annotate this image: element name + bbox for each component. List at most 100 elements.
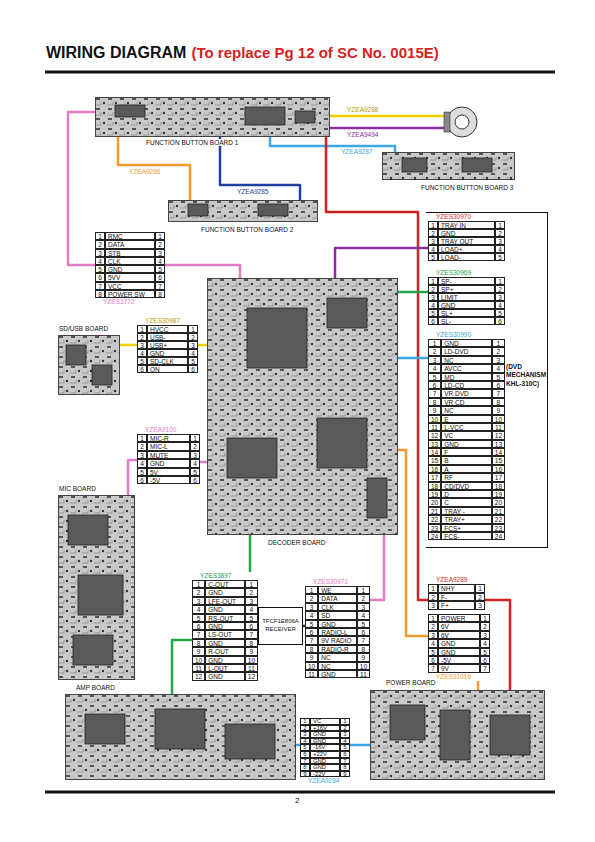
pin-number: 5 (137, 468, 147, 476)
pin-number: 8 (245, 639, 258, 647)
board-outline (371, 691, 545, 780)
wire (270, 137, 395, 152)
pin-number: 9 (300, 771, 310, 778)
cable-code: YZEA9286 (128, 168, 161, 175)
pin-number: 4 (192, 605, 205, 613)
pin-number: 6 (245, 622, 258, 630)
pin-number: 2 (305, 594, 318, 602)
pin-number: 3 (137, 341, 147, 349)
signal-name: C (441, 498, 492, 506)
signal-name: GND (441, 440, 492, 448)
pin-number: 7 (305, 636, 318, 644)
chip (440, 710, 470, 760)
signal-name: GND (205, 605, 245, 613)
pin-number: 1 (428, 277, 438, 285)
board-outline (66, 695, 296, 780)
pin-number: 4 (245, 605, 258, 613)
signal-name: CD/DVD (441, 482, 492, 490)
signal-name: MIC-R (147, 434, 190, 442)
pin-grid: 1MIC-R12MIC-L23MUTE34GND455V56-5V6 (137, 434, 200, 484)
circuit-board: DECODER BOARD (207, 278, 398, 535)
pin-number: 22 (492, 515, 505, 523)
pin-number: 5 (357, 620, 370, 628)
pin-number: 6 (357, 628, 370, 636)
pin-number: 3 (428, 237, 438, 245)
pin-number: 7 (300, 758, 310, 765)
pin-number: 3 (137, 451, 147, 459)
cable-code: YZES3897 (192, 572, 258, 580)
signal-name: LD-CD (441, 381, 492, 389)
pin-number: 1 (428, 339, 441, 347)
pin-number: 6 (192, 622, 205, 630)
board-drawing (58, 335, 120, 395)
pin-number: 11 (192, 664, 205, 672)
signal-name: NC (441, 356, 492, 364)
signal-name: TRAY+ (441, 515, 492, 523)
cable-code: YZEA9285 (236, 188, 269, 195)
rotary-hub (455, 115, 469, 129)
signal-name: F+ (438, 601, 475, 610)
signal-name: D (441, 490, 492, 498)
signal-name: LFE-OUT (205, 597, 245, 605)
signal-name: C-OUT (205, 580, 245, 588)
chip (188, 204, 208, 216)
pin-number: 10 (245, 656, 258, 664)
pin-number: 2 (137, 333, 147, 341)
pin-number: 8 (300, 764, 310, 771)
signal-name: SP- (438, 277, 495, 285)
pin-number: 6 (340, 751, 350, 758)
pin-number: 14 (492, 448, 505, 456)
pin-number: 4 (188, 349, 198, 357)
board-outline (59, 336, 120, 395)
chip (295, 111, 315, 123)
board-drawing (95, 97, 330, 137)
wire (198, 344, 207, 347)
signal-name: CLK (318, 603, 357, 611)
pin-number: 6 (95, 273, 105, 281)
signal-name: HVCC (147, 325, 188, 333)
pin-number: 2 (192, 588, 205, 596)
connector-table: YZES309901GND12LD-DVD23NC34AVCC45MD56LD-… (428, 331, 505, 540)
signal-name: LD-DVD (441, 347, 492, 355)
signal-name: GND (205, 656, 245, 664)
pin-number: 5 (428, 253, 438, 261)
cable-code: YZES30970 (428, 213, 505, 221)
wire (370, 535, 384, 600)
connector-table: YZES38971C-OUT12GND23LFE-OUT34GND45RS-OU… (192, 572, 258, 681)
pin-number: 5 (190, 468, 200, 476)
pin-grid: 1NHY12F-23F+3 (428, 584, 485, 610)
cable-code: YZES31016 (428, 673, 490, 681)
circuit-board: AMP BOARD (65, 694, 296, 780)
pin-number: 12 (428, 431, 441, 439)
pin-grid: 1C-OUT12GND23LFE-OUT34GND45RS-OUT56GND67… (192, 580, 258, 681)
circuit-board: FUNCTION BUTTON BOARD 1 (95, 97, 330, 137)
signal-name: AVCC (441, 364, 492, 372)
pin-number: 3 (475, 601, 485, 610)
pin-number: 3 (190, 451, 200, 459)
cable-code: YZEA9494 (346, 131, 379, 138)
pin-number: 1 (495, 277, 505, 285)
chip (247, 308, 307, 368)
pin-number: 10 (492, 415, 505, 423)
receiver-box: TFCF1E806A RECEIVER (258, 607, 303, 645)
chip (462, 158, 492, 172)
pin-number: 16 (492, 465, 505, 473)
pin-number: 7 (480, 664, 490, 672)
signal-name: GND (441, 339, 492, 347)
chip (317, 418, 367, 468)
pin-number: 7 (245, 630, 258, 638)
pin-number: 4 (428, 639, 438, 647)
pin-number: 6 (190, 476, 200, 484)
signal-name: VR DVD (441, 389, 492, 397)
wire (172, 640, 192, 694)
pin-number: 22 (428, 515, 441, 523)
board-drawing (58, 495, 135, 680)
chip (225, 724, 275, 759)
pin-number: 12 (192, 672, 205, 680)
circuit-board: SD/USB BOARD (58, 335, 120, 395)
pin-number: 3 (300, 731, 310, 738)
pin-number: 1 (428, 584, 438, 593)
wire (398, 291, 428, 294)
chip (92, 365, 112, 385)
